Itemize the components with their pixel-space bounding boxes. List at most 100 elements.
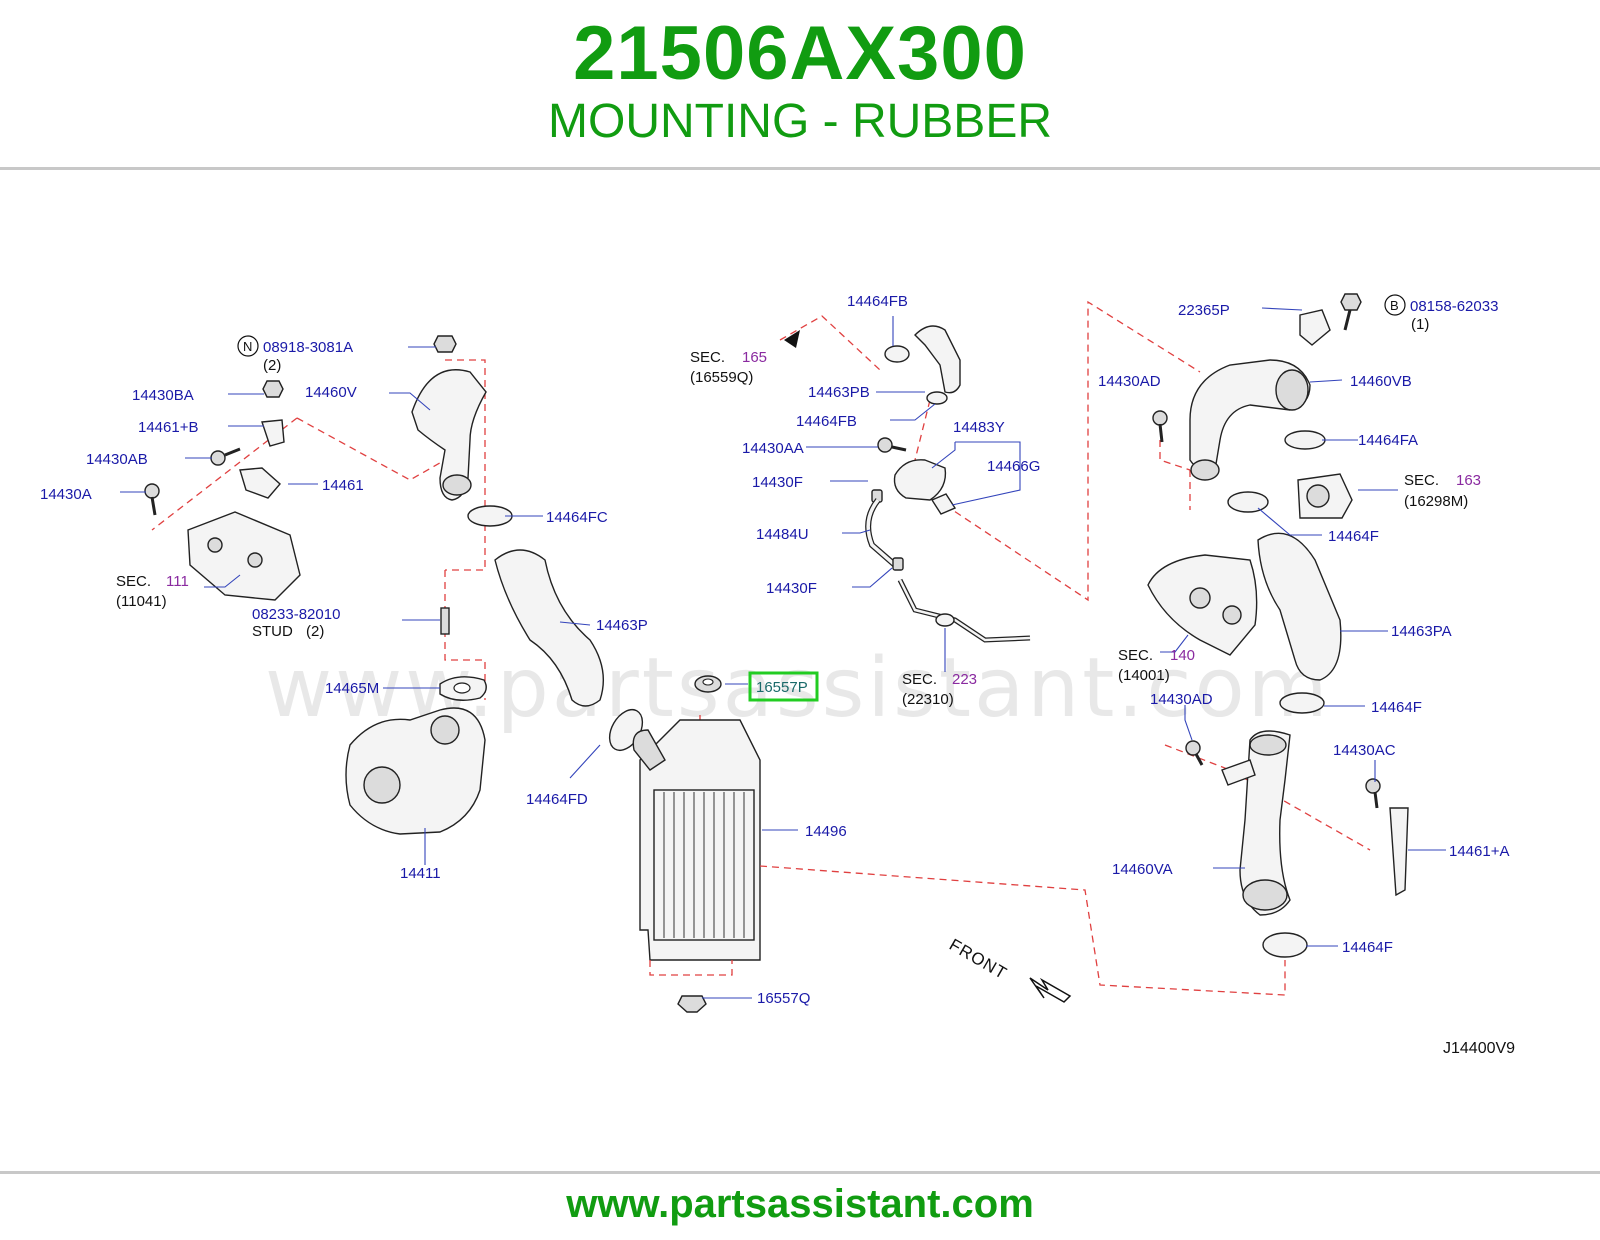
sec-111-num[interactable]: 111 <box>166 573 189 590</box>
bracket-14461B <box>261 419 285 447</box>
bolt-14430AD-top <box>1152 410 1168 443</box>
label-14460VB[interactable]: 14460VB <box>1350 373 1412 390</box>
label-14484U[interactable]: 14484U <box>756 526 809 543</box>
pipe-14460VB <box>1189 359 1311 481</box>
sec-163-prefix: SEC. <box>1404 472 1439 489</box>
throttle-body-sec163 <box>1297 473 1353 519</box>
label-14483Y[interactable]: 14483Y <box>953 419 1005 436</box>
label-14464FC[interactable]: 14464FC <box>546 509 608 526</box>
sec-223-ref: (22310) <box>902 691 954 708</box>
label-08918-qty: (2) <box>263 357 281 374</box>
front-indicator: FRONT <box>946 935 1072 1003</box>
sec-223-num[interactable]: 223 <box>952 671 977 688</box>
circle-mark-n: N <box>237 335 259 357</box>
page-header: 21506AX300 MOUNTING - RUBBER <box>0 0 1600 168</box>
leader-lines <box>120 307 1446 999</box>
label-14430AC[interactable]: 14430AC <box>1333 742 1396 759</box>
label-08158-62033[interactable]: 08158-62033 <box>1410 298 1498 315</box>
label-14430F-top[interactable]: 14430F <box>752 474 803 491</box>
circle-mark-b: B <box>1384 294 1406 316</box>
label-14465M[interactable]: 14465M <box>325 680 379 697</box>
bolt-14430AA <box>877 437 907 453</box>
hose-14463PA <box>1257 532 1342 681</box>
bolt-14430AB <box>210 447 241 466</box>
intake-manifold-sec140 <box>1147 554 1258 656</box>
exhaust-manifold-sec111 <box>187 511 301 601</box>
label-14461B[interactable]: 14461+B <box>138 419 198 436</box>
pipe-14460VA <box>1221 730 1291 916</box>
label-14430A[interactable]: 14430A <box>40 486 92 503</box>
label-14466G[interactable]: 14466G <box>987 458 1040 475</box>
part-name-subtitle: MOUNTING - RUBBER <box>548 95 1052 148</box>
label-08158-qty: (1) <box>1411 316 1429 333</box>
bracket-14461 <box>239 467 281 499</box>
label-08233-82010[interactable]: 08233-82010 <box>252 606 340 623</box>
label-14430AB[interactable]: 14430AB <box>86 451 148 468</box>
label-14464F-middle[interactable]: 14464F <box>1371 699 1422 716</box>
hose-clip-14430F-bottom <box>892 557 904 571</box>
label-stud-qty: (2) <box>306 623 324 640</box>
mount-rubber-16557Q <box>677 995 707 1013</box>
label-14463PB[interactable]: 14463PB <box>808 384 870 401</box>
sec-223-prefix: SEC. <box>902 671 937 688</box>
gasket-14466G <box>930 493 957 515</box>
label-14411[interactable]: 14411 <box>400 865 441 882</box>
dashed-guides-center <box>759 300 1286 996</box>
label-14464F-lower[interactable]: 14464F <box>1342 939 1393 956</box>
intercooler-14496 <box>632 715 761 976</box>
bracket-14461A <box>1389 807 1409 897</box>
label-22365P[interactable]: 22365P <box>1178 302 1230 319</box>
hose-14463PB <box>914 325 961 394</box>
sec-140-ref: (14001) <box>1118 667 1170 684</box>
label-14430AD-lower[interactable]: 14430AD <box>1150 691 1213 708</box>
label-14430AA[interactable]: 14430AA <box>742 440 804 457</box>
clamp-14464F-upper <box>1227 491 1269 513</box>
label-14460V[interactable]: 14460V <box>305 384 357 401</box>
diagram-code: J14400V9 <box>1443 1040 1515 1057</box>
label-14461A[interactable]: 14461+A <box>1449 843 1509 860</box>
label-16557Q[interactable]: 16557Q <box>757 990 810 1007</box>
sensor-22365P <box>1299 309 1331 346</box>
hose-14463P <box>494 549 605 707</box>
label-14464FB-lower[interactable]: 14464FB <box>796 413 857 430</box>
stud-08233 <box>440 607 450 635</box>
header-divider <box>0 167 1600 170</box>
clamp-14464FB-top <box>884 345 910 363</box>
footer-url-link[interactable]: www.partsassistant.com <box>566 1182 1034 1226</box>
label-14464FA[interactable]: 14464FA <box>1358 432 1418 449</box>
label-16557P[interactable]: 16557P <box>756 679 808 696</box>
label-14461[interactable]: 14461 <box>322 477 364 494</box>
bolt-14430A <box>144 483 160 516</box>
sec-140-num[interactable]: 140 <box>1170 647 1195 664</box>
front-label: FRONT <box>946 935 1011 983</box>
water-pipe-sec223 <box>897 578 1031 643</box>
label-stud: STUD <box>252 623 293 640</box>
label-14464FD[interactable]: 14464FD <box>526 791 588 808</box>
label-14430F-bottom[interactable]: 14430F <box>766 580 817 597</box>
sec-165-num[interactable]: 165 <box>742 349 767 366</box>
sec-165-prefix: SEC. <box>690 349 725 366</box>
clamp-14464FA <box>1284 430 1326 450</box>
highlight-box-16557P <box>748 671 819 702</box>
part-number-title: 21506AX300 <box>573 11 1027 96</box>
clamp-14464FB-lower <box>926 391 948 405</box>
label-14464FB-top[interactable]: 14464FB <box>847 293 908 310</box>
label-14430AD-top[interactable]: 14430AD <box>1098 373 1161 390</box>
water-outlet-14483Y <box>893 459 947 501</box>
label-14430BA[interactable]: 14430BA <box>132 387 194 404</box>
bolt-08158 <box>1340 293 1362 331</box>
sec-165-ref: (16559Q) <box>690 369 753 386</box>
turbocharger-14411 <box>345 707 486 835</box>
clamp-14464F-lower <box>1262 932 1308 958</box>
sec-163-num[interactable]: 163 <box>1456 472 1481 489</box>
label-14463PA[interactable]: 14463PA <box>1391 623 1452 640</box>
sec-111-ref: (11041) <box>116 593 167 610</box>
label-14460VA[interactable]: 14460VA <box>1112 861 1173 878</box>
label-08918-3081A[interactable]: 08918-3081A <box>263 339 353 356</box>
label-14496[interactable]: 14496 <box>805 823 847 840</box>
label-14464F-upper[interactable]: 14464F <box>1328 528 1379 545</box>
circle-mark-b-text: B <box>1390 298 1399 313</box>
label-14463P[interactable]: 14463P <box>596 617 648 634</box>
gasket-14465M <box>439 676 487 701</box>
